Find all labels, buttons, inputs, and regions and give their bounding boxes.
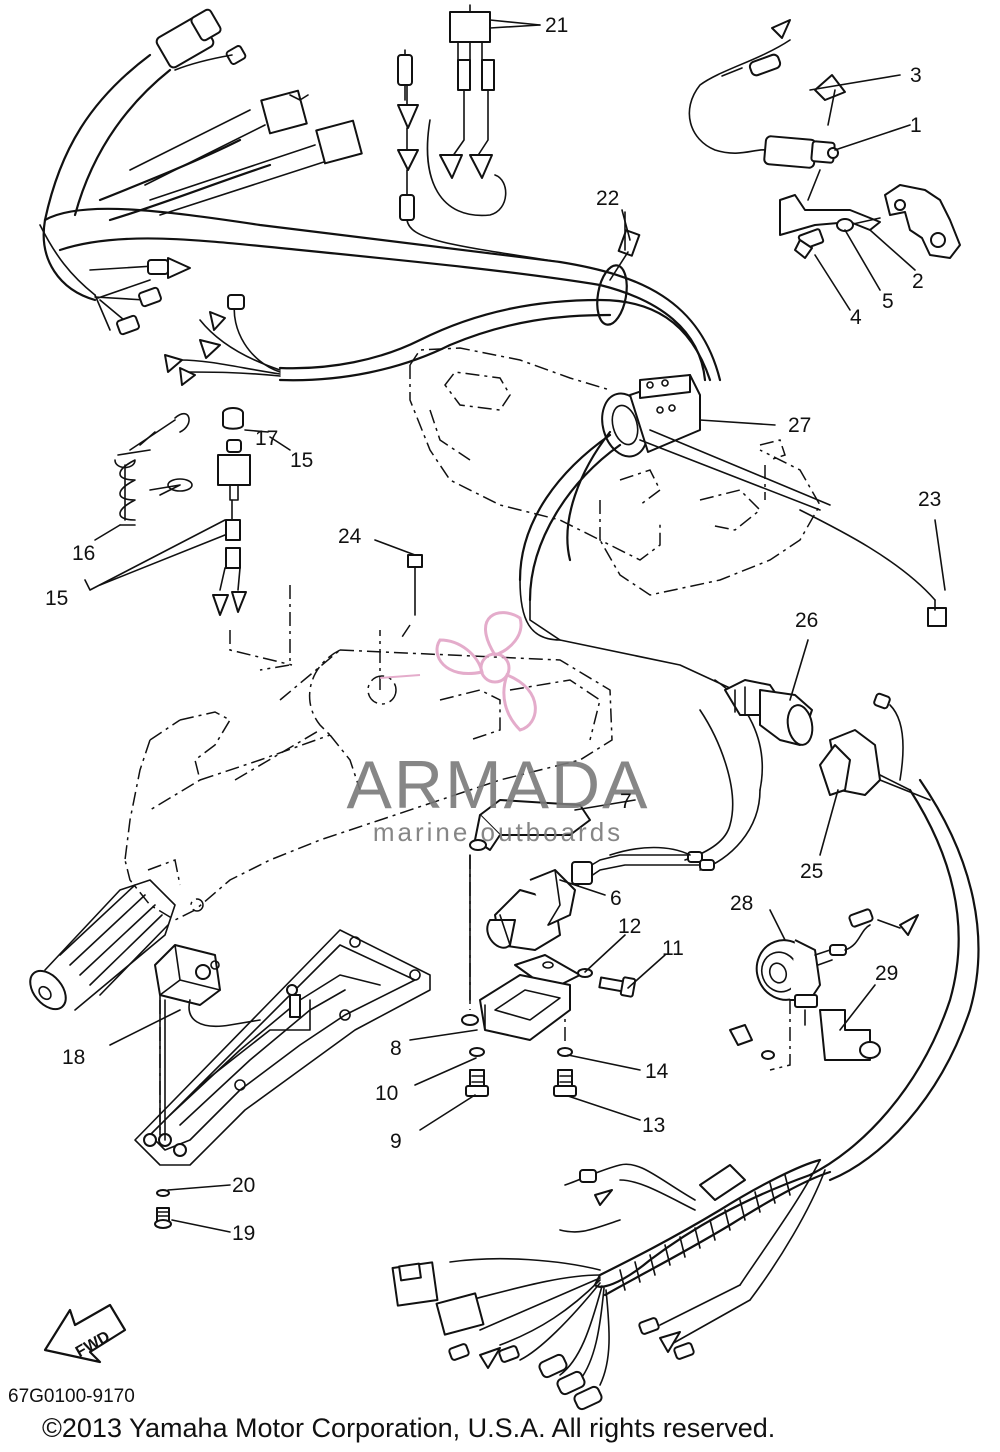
callout-18: 18 [62, 1046, 85, 1069]
watermark-tagline: marine outboards [373, 817, 623, 847]
callout-numbers: 1 2 3 4 5 6 7 8 9 10 11 12 13 14 15 15 1… [45, 14, 941, 1245]
callout-8: 8 [390, 1037, 402, 1060]
callout-22: 22 [596, 187, 619, 210]
callout-2: 2 [912, 270, 924, 293]
part-7-cover [469, 799, 591, 1001]
callout-25: 25 [800, 860, 823, 883]
callout-21: 21 [545, 14, 568, 37]
part-26-connector [724, 679, 814, 746]
upper-casing-outline [409, 347, 821, 596]
callout-29: 29 [875, 962, 898, 985]
callout-23: 23 [918, 488, 941, 511]
parts-1-5-switch-assembly [688, 19, 961, 259]
bottom-cover-plate [134, 929, 431, 1166]
callout-11: 11 [662, 937, 684, 960]
parts-8-14-bracket-hardware [461, 954, 637, 1097]
main-wire-harness [39, 8, 722, 386]
callout-10: 10 [375, 1082, 398, 1105]
callout-6: 6 [610, 887, 622, 910]
watermark-brand: ARMADA [347, 747, 650, 823]
callout-28: 28 [730, 892, 753, 915]
callout-20: 20 [232, 1174, 255, 1197]
callout-9: 9 [390, 1130, 402, 1153]
leader-lines [84, 24, 946, 1233]
callout-3: 3 [910, 64, 922, 87]
callout-26: 26 [795, 609, 818, 632]
tiller-grip [29, 879, 176, 1011]
bottom-right-harness [391, 1158, 832, 1411]
part-24-cable-tie [407, 554, 423, 616]
callout-15b: 15 [45, 587, 68, 610]
forward-direction-arrow: FWD [43, 1303, 127, 1364]
armada-watermark: ARMADA marine outboards [347, 611, 650, 847]
copyright-notice: ©2013 Yamaha Motor Corporation, U.S.A. A… [42, 1413, 775, 1443]
part-code: 67G0100-9170 [8, 1386, 135, 1407]
part-25-connector [819, 692, 931, 801]
callout-12: 12 [618, 915, 641, 938]
part-22-cable-tie [596, 209, 641, 326]
callout-16: 16 [72, 542, 95, 565]
callout-5: 5 [882, 290, 894, 313]
parts-15-17-lanyard-switch [114, 407, 251, 616]
tiller-handle-outline [124, 585, 613, 921]
parts-19-20-screw-washer [154, 1189, 172, 1229]
part-6-key-switch [486, 846, 715, 951]
callout-15a: 15 [290, 449, 313, 472]
callout-19: 19 [232, 1222, 255, 1245]
callout-7: 7 [620, 790, 632, 813]
watermark-propeller-blade-icon [484, 611, 523, 657]
callout-27: 27 [788, 414, 811, 437]
part-28-buzzer [729, 908, 919, 1061]
callout-4: 4 [850, 306, 862, 329]
control-cables [518, 429, 980, 1288]
callout-17: 17 [255, 427, 278, 450]
callout-14: 14 [645, 1060, 669, 1083]
part-21-connector-subharness [397, 4, 561, 263]
part-27-grommet-connector [601, 374, 701, 458]
callout-24: 24 [338, 525, 362, 548]
callout-1: 1 [910, 114, 922, 137]
callout-13: 13 [642, 1114, 665, 1137]
